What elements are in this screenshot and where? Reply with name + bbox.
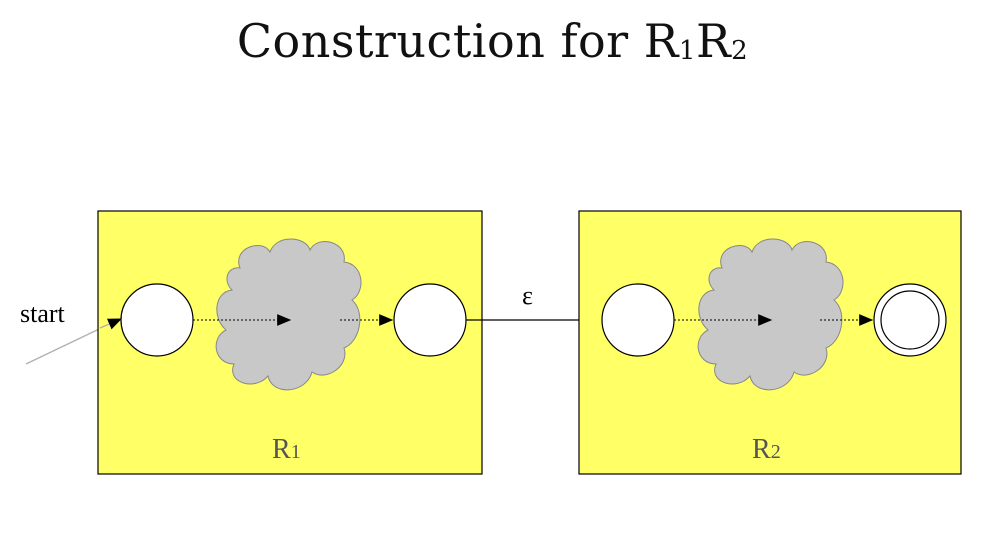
r2-accept-state-inner: [880, 290, 940, 350]
title-text: Construction for R: [236, 14, 679, 68]
epsilon-label: ε: [522, 281, 533, 310]
machine-r2-label: R2: [752, 434, 781, 465]
machine-r1-label: R1: [272, 434, 301, 465]
start-label: start: [20, 299, 66, 328]
title-subscript-2: 2: [731, 36, 749, 66]
start-arrow: [99, 318, 123, 330]
slide-title: Construction for R1R2: [0, 14, 985, 68]
r2-start-state: [601, 283, 675, 357]
r1-start-state: [120, 283, 194, 357]
r1-accept-state: [393, 283, 467, 357]
machine-r2: R2: [578, 210, 962, 475]
title-subscript-1: 1: [678, 36, 696, 66]
title-text-r: R: [695, 14, 732, 68]
machine-r1: R1: [97, 210, 483, 475]
